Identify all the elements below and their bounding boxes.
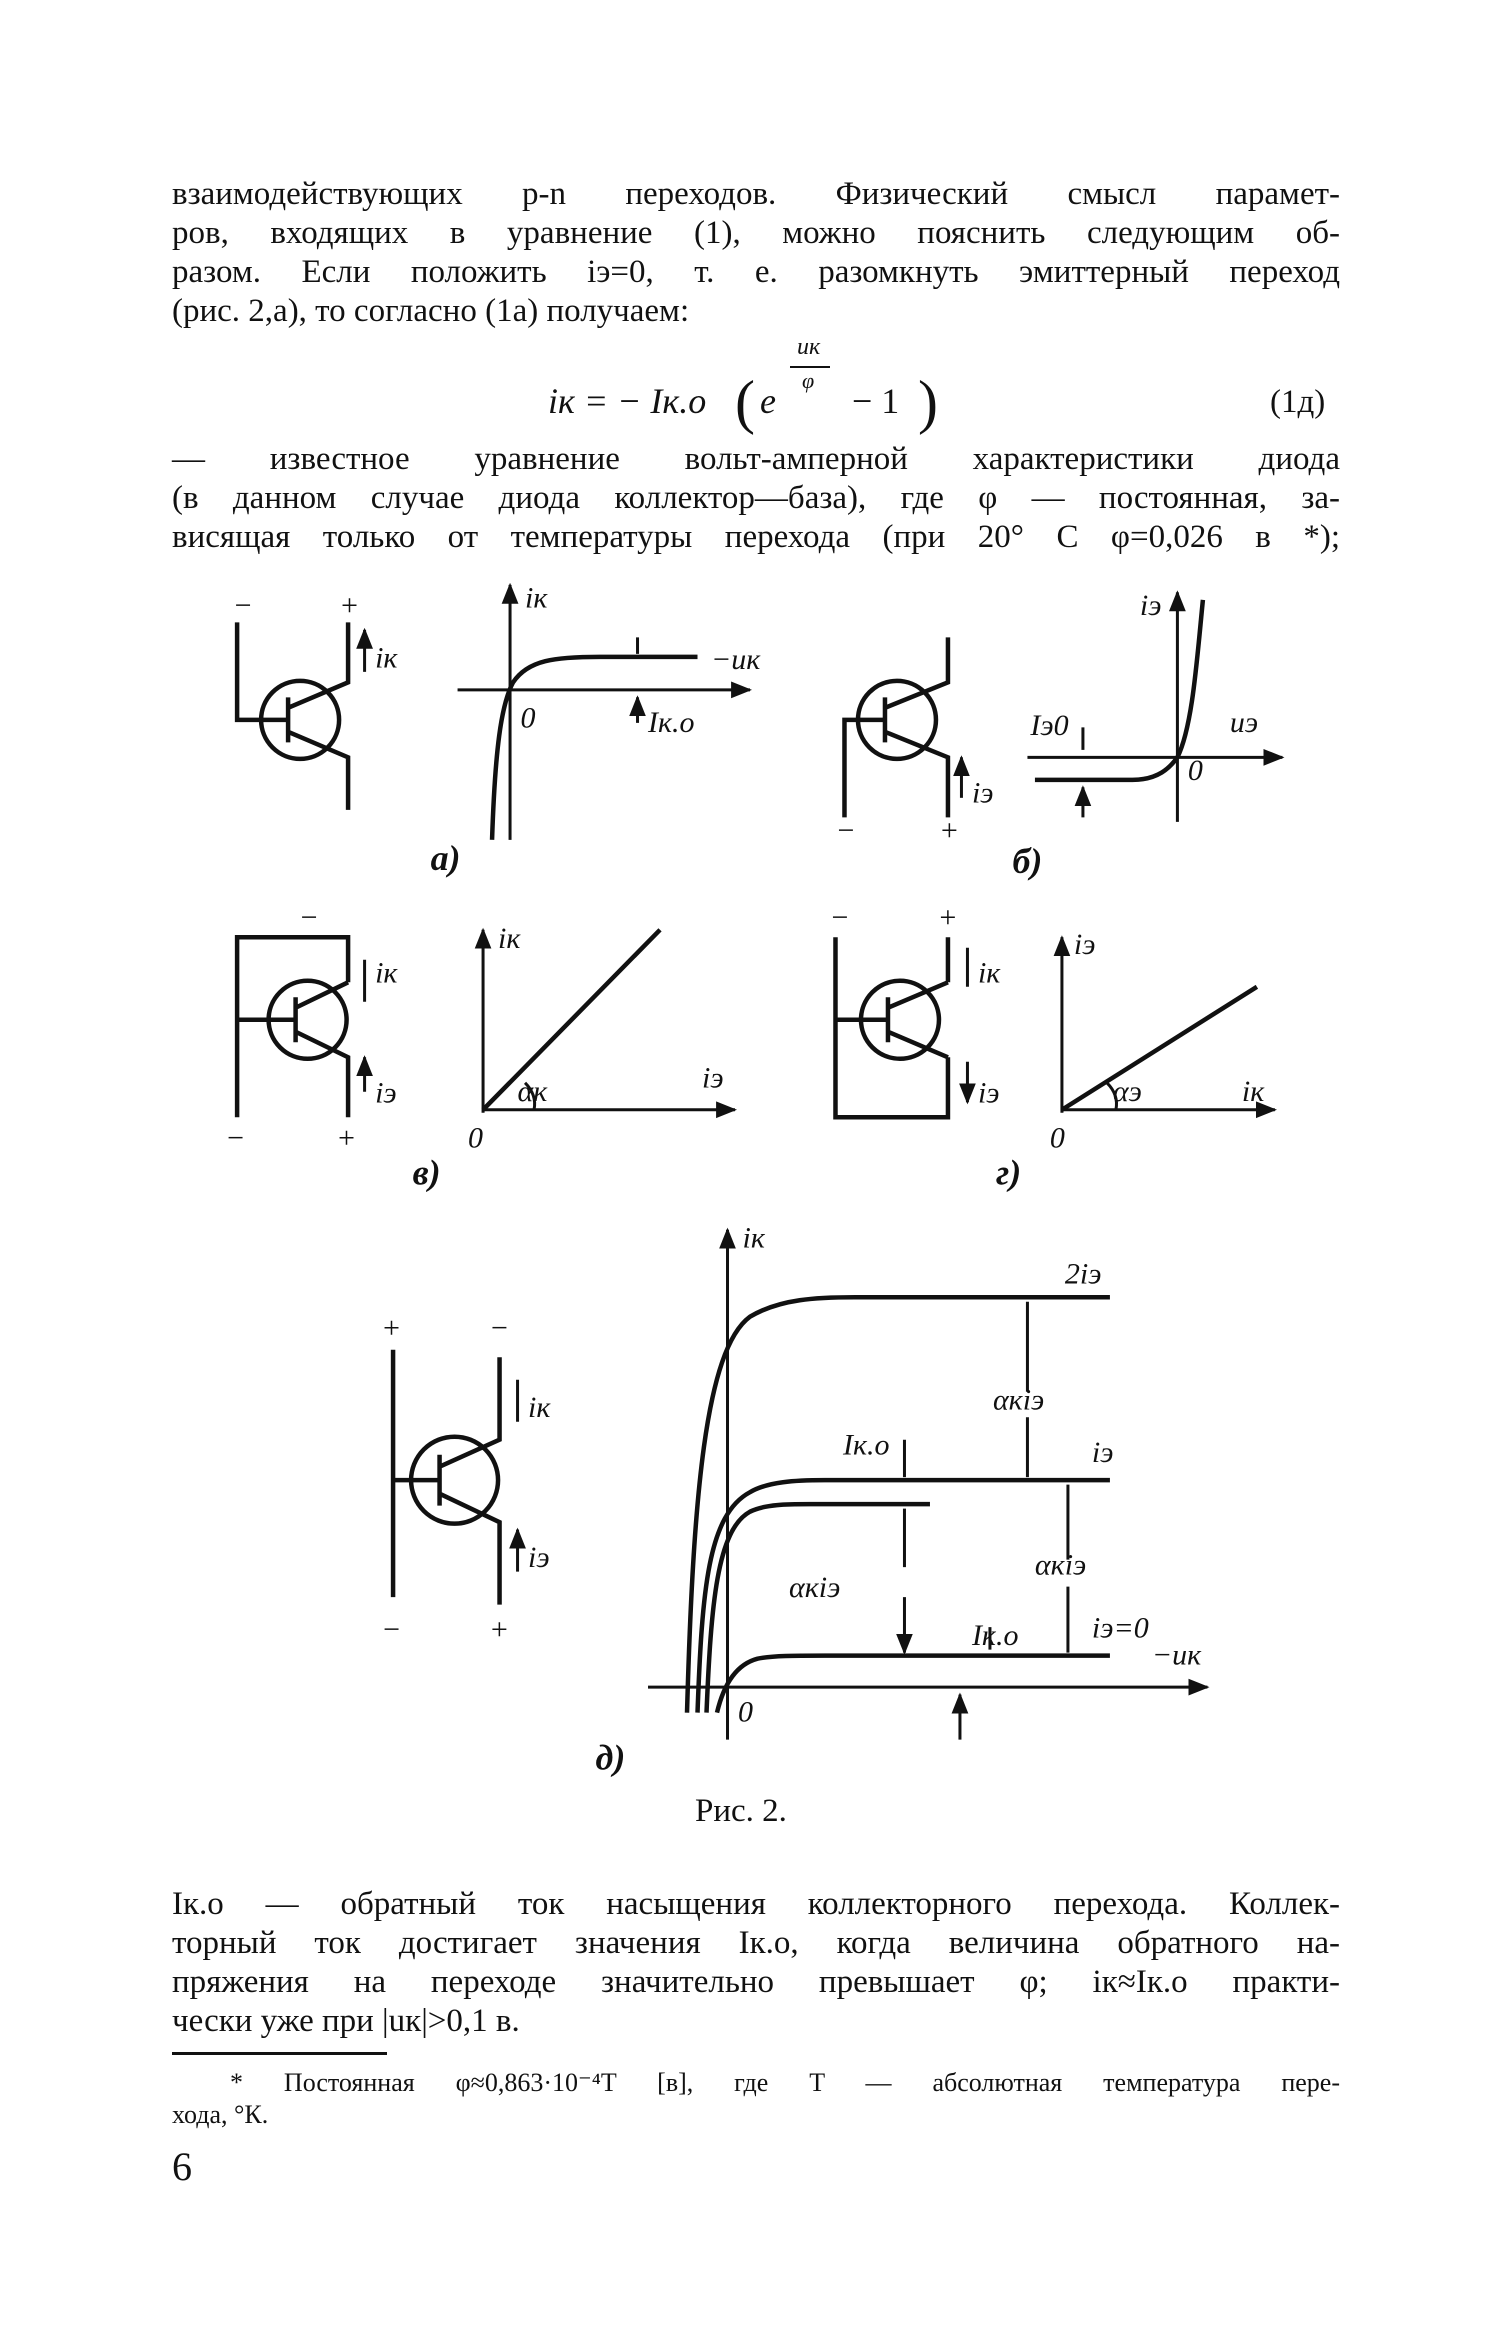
sign-minus: − — [829, 901, 849, 934]
label-ue: uэ — [1230, 706, 1258, 739]
sign-plus: + — [381, 1312, 401, 1345]
sign-minus: − — [381, 1613, 401, 1646]
label-ak-ie: αкiэ — [993, 1384, 1044, 1417]
label-ieo: Iэ0 — [1029, 709, 1068, 742]
label-alpha-k: αк — [518, 1075, 549, 1108]
label-ie: iэ — [702, 1061, 724, 1094]
sign-plus: + — [937, 901, 957, 934]
footnote-line: * Постоянная φ≈0,863·10⁻⁴T [в], где T — … — [230, 2068, 1340, 2097]
label-ik: iк — [528, 1391, 551, 1424]
label-iko: Iк.о — [647, 706, 695, 739]
label-ie: iэ — [375, 1076, 397, 1109]
eq-lhs: iк = − Iк.о — [548, 381, 707, 421]
graph-g — [1053, 935, 1277, 1119]
label-a: а) — [431, 838, 461, 878]
eq-tail: − 1 — [852, 381, 900, 421]
circuit-a — [234, 622, 373, 810]
graph-v — [474, 927, 738, 1119]
label-zero: 0 — [738, 1696, 753, 1729]
circuit-d — [390, 1349, 517, 1605]
sign-minus: − — [225, 1121, 245, 1154]
label-zero: 0 — [1050, 1121, 1065, 1154]
label-ie: iэ — [528, 1541, 550, 1574]
label-ik: iк — [743, 1222, 766, 1255]
label-2ie: 2iэ — [1065, 1258, 1102, 1291]
sign-plus: + — [939, 814, 959, 847]
footnote-line: хода, °К. — [172, 2100, 269, 2129]
paragraph-line: (рис. 2,а), то согласно (1а) получаем: — [172, 293, 690, 329]
sign-plus: + — [489, 1613, 509, 1646]
eq-number: (1д) — [1270, 384, 1326, 420]
eq-exp-den: φ — [802, 368, 815, 393]
label-uk: −uк — [711, 643, 761, 676]
label-zero: 0 — [521, 701, 536, 734]
paragraph-line: (в данном случае диода коллектор—база), … — [172, 480, 1340, 516]
label-ik: iк — [375, 641, 398, 674]
graph-b — [1027, 590, 1285, 822]
label-ik: iк — [498, 922, 521, 955]
label-ie: iэ — [1092, 1436, 1114, 1469]
label-alpha-e: αэ — [1113, 1075, 1142, 1108]
paragraph-line: чески уже при |uк|>0,1 в. — [172, 2003, 520, 2039]
label-ie: iэ — [972, 776, 994, 809]
label-zero: 0 — [468, 1121, 483, 1154]
circuit-b — [842, 637, 970, 818]
paragraph-line: взаимодействующих p-n переходов. Физичес… — [172, 176, 1340, 212]
paragraph-line: ров, входящих в уравнение (1), можно поя… — [172, 215, 1340, 251]
label-ik: iк — [978, 956, 1001, 989]
label-iko: Iк.о — [842, 1429, 890, 1462]
label-g: г) — [996, 1153, 1021, 1193]
sign-minus: − — [835, 814, 855, 847]
paragraph-line: Iк.о — обратный ток насыщения коллекторн… — [172, 1886, 1340, 1922]
sign-plus: + — [339, 589, 359, 622]
paragraph-line: висящая только от температуры перехода (… — [172, 519, 1340, 555]
label-ie: iэ — [1074, 928, 1096, 961]
label-ie: iэ — [1140, 589, 1162, 622]
circuit-v — [234, 935, 364, 1118]
paragraph-line: торный ток достигает значения Iк.о, когд… — [172, 1925, 1340, 1961]
label-ik: iк — [525, 581, 548, 614]
label-uk: −uк — [1152, 1639, 1202, 1672]
circuit-g — [833, 937, 967, 1117]
sign-minus: − — [489, 1312, 509, 1345]
figure-caption: Рис. 2. — [695, 1793, 787, 1829]
label-ik: iк — [375, 956, 398, 989]
eq-base: e — [760, 381, 776, 421]
label-ie-zero: iэ=0 — [1092, 1612, 1149, 1645]
paragraph-line: — известное уравнение вольт-амперной хар… — [172, 441, 1340, 477]
label-d: д) — [596, 1738, 626, 1778]
label-ie: iэ — [978, 1076, 1000, 1109]
label-ik: iк — [1242, 1075, 1265, 1108]
label-b: б) — [1012, 841, 1042, 881]
sign-plus: + — [336, 1121, 356, 1154]
paragraph-line: пряжения на переходе значительно превыша… — [172, 1964, 1340, 2000]
page-number: 6 — [172, 2144, 192, 2189]
sign-minus: − — [299, 901, 319, 934]
footnote-divider — [172, 2052, 387, 2055]
label-v: в) — [413, 1153, 441, 1193]
eq-exp-num: uк — [797, 334, 821, 360]
label-ak-ie: αкiэ — [1035, 1549, 1086, 1582]
label-iko: Iк.о — [971, 1619, 1019, 1652]
graph-d — [648, 1227, 1210, 1740]
graph-a — [457, 582, 753, 840]
label-ak-ie: αкiэ — [789, 1571, 840, 1604]
sign-minus: − — [233, 589, 253, 622]
label-zero: 0 — [1188, 754, 1203, 787]
paragraph-line: разом. Если положить iэ=0, т. е. разомкн… — [172, 254, 1340, 290]
